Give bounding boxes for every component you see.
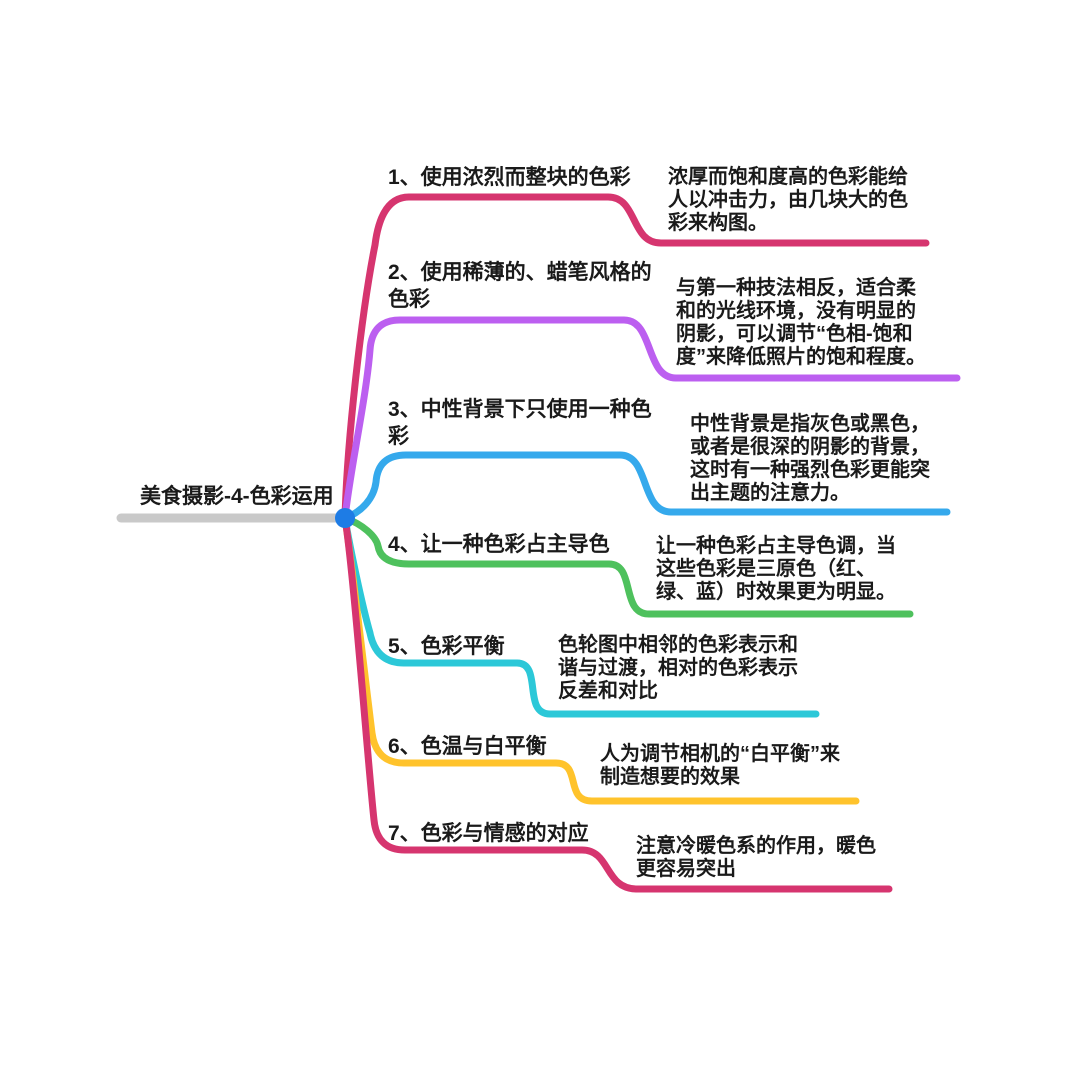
branch-5-title[interactable]: 5、色彩平衡 xyxy=(388,635,505,658)
branch-6-title[interactable]: 6、色温与白平衡 xyxy=(388,735,547,758)
branch-6-description[interactable]: 人为调节相机的“白平衡”来 制造想要的效果 xyxy=(600,743,840,788)
branch-2-title[interactable]: 2、使用稀薄的、蜡笔风格的 色彩 xyxy=(388,261,652,311)
branch-1-line xyxy=(341,193,930,522)
branch-4-line xyxy=(341,514,914,618)
branch-3-title[interactable]: 3、中性背景下只使用一种色 彩 xyxy=(388,398,652,448)
branch-7-line xyxy=(341,514,893,893)
branch-1-title[interactable]: 1、使用浓烈而整块的色彩 xyxy=(388,166,631,189)
branch-5-description[interactable]: 色轮图中相邻的色彩表示和 谐与过渡，相对的色彩表示 反差和对比 xyxy=(558,634,798,702)
branch-3-description[interactable]: 中性背景是指灰色或黑色， 或者是很深的阴影的背景， 这时有一种强烈色彩更能突 出… xyxy=(690,413,930,504)
branch-4-title[interactable]: 4、让一种色彩占主导色 xyxy=(388,533,610,556)
root-topic[interactable]: 美食摄影-4-色彩运用 xyxy=(140,485,334,508)
branch-7-description[interactable]: 注意冷暖色系的作用，暖色 更容易突出 xyxy=(636,835,876,880)
branch-2-line xyxy=(341,316,961,522)
branch-2-description[interactable]: 与第一种技法相反，适合柔 和的光线环境，没有明显的 阴影，可以调节“色相-饱和 … xyxy=(676,277,926,368)
branch-3-line xyxy=(341,451,951,522)
branch-4-description[interactable]: 让一种色彩占主导色调，当 这些色彩是三原色（红、 绿、蓝）时效果更为明显。 xyxy=(656,535,896,603)
root-junction-dot[interactable] xyxy=(335,508,355,528)
branch-1-description[interactable]: 浓厚而饱和度高的色彩能给 人以冲击力，由几块大的色 彩来构图。 xyxy=(668,166,908,234)
branch-7-title[interactable]: 7、色彩与情感的对应 xyxy=(388,822,589,845)
